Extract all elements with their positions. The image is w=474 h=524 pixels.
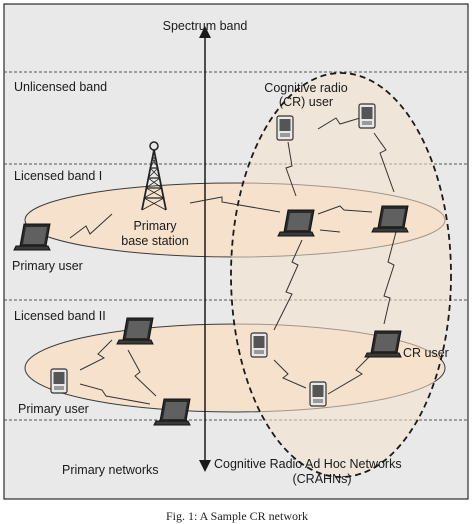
spectrum-axis xyxy=(199,26,211,472)
crahn-label-line2: (CRAHNs) xyxy=(292,472,351,486)
cr-user-right-label: CR user xyxy=(403,346,449,360)
licensed-band-1-label: Licensed band I xyxy=(14,169,102,183)
base-station-label-line1: Primary xyxy=(133,219,177,233)
licensed-band-2-label: Licensed band II xyxy=(14,309,106,323)
wireless-link-icon xyxy=(69,117,397,405)
cr-user-label-line1: Cognitive radio xyxy=(264,81,347,95)
cr-user-label-line2: (CR) user xyxy=(279,95,333,109)
crahn-label-line1: Cognitive Radio Ad Hoc Networks xyxy=(214,457,402,471)
primary-networks-label: Primary networks xyxy=(62,463,159,477)
spectrum-band-label: Spectrum band xyxy=(163,19,248,33)
unlicensed-band-label: Unlicensed band xyxy=(14,80,107,94)
primary-user-label-1: Primary user xyxy=(12,259,83,273)
primary-user-label-2: Primary user xyxy=(18,402,89,416)
base-station-label-line2: base station xyxy=(121,234,188,248)
figure-caption: Fig. 1: A Sample CR network xyxy=(165,509,308,523)
crahn-ellipse xyxy=(230,72,452,478)
